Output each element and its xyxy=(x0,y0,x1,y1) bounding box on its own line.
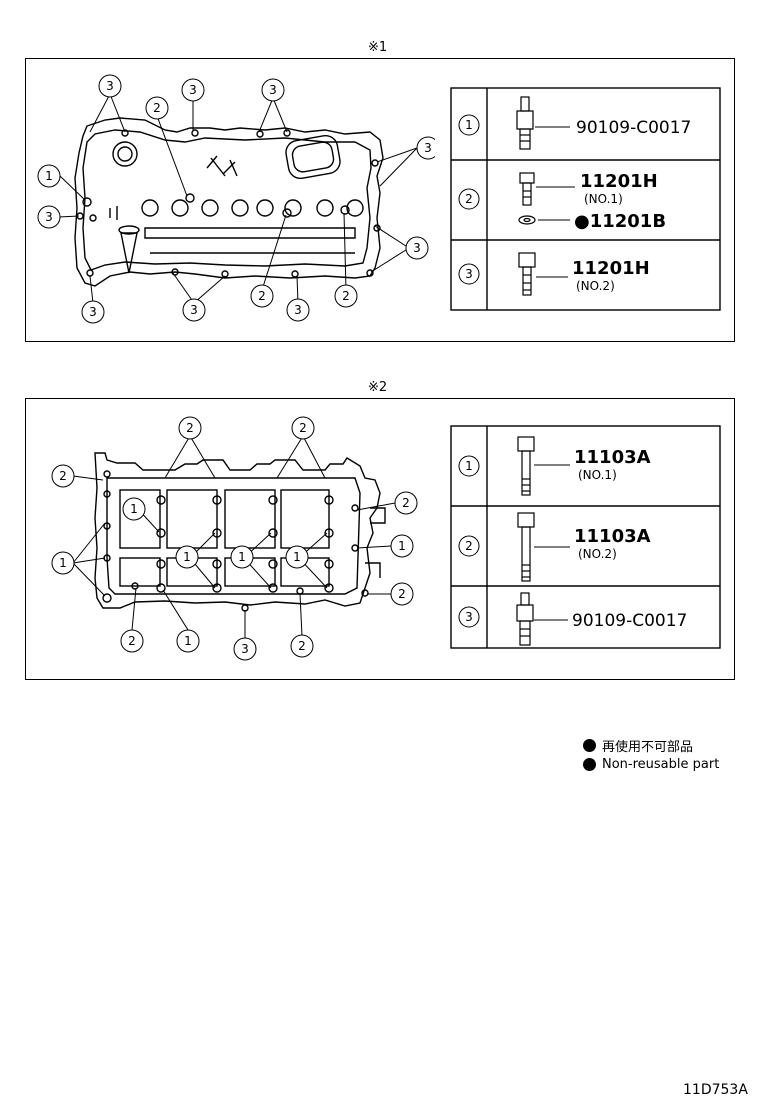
section-2-mark: ※2 xyxy=(368,380,388,395)
callout-2: 2 xyxy=(402,496,410,510)
callout-2: 2 xyxy=(299,421,307,435)
legend-2-part: 11201H xyxy=(580,171,658,192)
legend-2-index: 2 xyxy=(465,539,473,553)
legend-2-index: 2 xyxy=(465,192,473,206)
callout-2: 2 xyxy=(153,101,161,115)
callout-1: 1 xyxy=(183,550,191,564)
legend-3-note: (NO.2) xyxy=(576,279,615,293)
section-1-mark: ※1 xyxy=(368,40,388,55)
callout-2: 2 xyxy=(398,587,406,601)
callout-3: 3 xyxy=(106,79,114,93)
callout-3: 3 xyxy=(189,83,197,97)
legend-1-note: (NO.1) xyxy=(578,468,617,482)
key-english: Non-reusable part xyxy=(583,757,719,772)
callout-1: 1 xyxy=(130,502,138,516)
section-1-drawing: 3 3 2 3 3 1 3 3 3 3 2 3 2 xyxy=(37,74,435,324)
callout-2: 2 xyxy=(258,289,266,303)
callout-2: 2 xyxy=(186,421,194,435)
callout-3: 3 xyxy=(413,241,421,255)
legend-3-part: 11201H xyxy=(572,258,650,279)
legend-2-note: (NO.1) xyxy=(584,192,623,206)
section-1-frame xyxy=(25,58,735,342)
callout-1: 1 xyxy=(398,539,406,553)
legend-1-index: 1 xyxy=(465,459,473,473)
legend-1-part: 90109-C0017 xyxy=(576,118,691,138)
drawing-code: 11D753A xyxy=(683,1082,748,1098)
legend-2-extra-part: ●11201B xyxy=(574,211,666,232)
callout-1: 1 xyxy=(184,634,192,648)
callout-1: 1 xyxy=(293,550,301,564)
legend-2-part: 11103A xyxy=(574,526,651,547)
callout-3: 3 xyxy=(190,303,198,317)
callout-1: 1 xyxy=(59,556,67,570)
callout-3: 3 xyxy=(241,642,249,656)
section-2-legend-table: 1 2 3 11103A 11103A (NO.1) (NO.2) 90109-… xyxy=(450,425,721,649)
legend-1-part: 11103A xyxy=(574,447,651,468)
non-reusable-dot-icon xyxy=(583,758,596,771)
key-japanese: 再使用不可部品 xyxy=(583,736,693,755)
callout-1: 1 xyxy=(45,169,53,183)
legend-3-index: 3 xyxy=(465,267,473,281)
callout-2: 2 xyxy=(128,634,136,648)
section-1-legend-table: 1 2 3 90109-C0017 11201H (NO.1) ●11201B … xyxy=(450,87,721,311)
legend-3-part: 90109-C0017 xyxy=(572,611,687,631)
key-japanese-text: 再使用不可部品 xyxy=(602,740,694,755)
callout-3: 3 xyxy=(424,141,432,155)
callout-1: 1 xyxy=(238,550,246,564)
callout-3: 3 xyxy=(294,303,302,317)
section-2-frame xyxy=(25,398,735,680)
callout-2: 2 xyxy=(59,469,67,483)
key-english-text: Non-reusable part xyxy=(602,757,720,772)
callout-2: 2 xyxy=(298,639,306,653)
section-2-drawing: 2 2 2 2 1 1 1 1 1 1 2 2 1 3 2 xyxy=(51,416,418,661)
callout-2: 2 xyxy=(342,289,350,303)
callout-3: 3 xyxy=(269,83,277,97)
callout-3: 3 xyxy=(89,305,97,319)
callout-3: 3 xyxy=(45,210,53,224)
legend-3-index: 3 xyxy=(465,610,473,624)
non-reusable-dot-icon xyxy=(583,739,596,752)
legend-2-note: (NO.2) xyxy=(578,547,617,561)
legend-1-index: 1 xyxy=(465,118,473,132)
